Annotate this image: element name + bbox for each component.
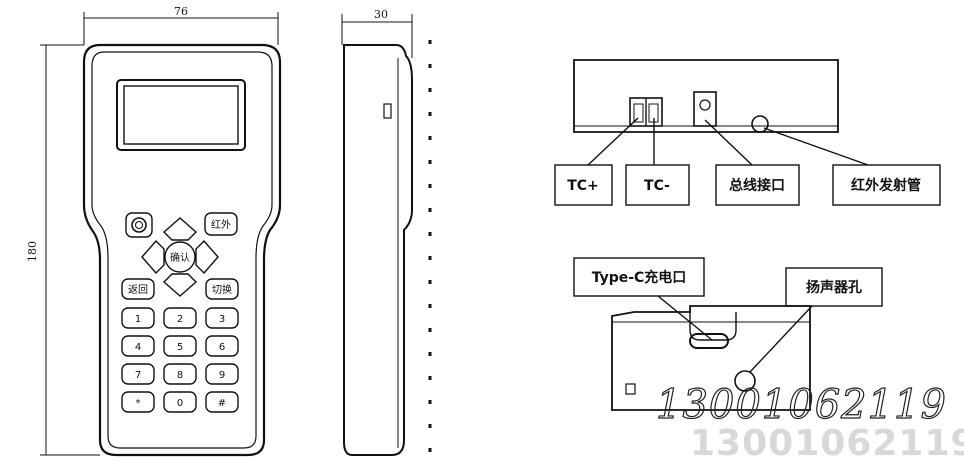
speaker-hole [734, 370, 756, 392]
side-body-outline [343, 44, 413, 456]
digit-key-9[interactable]: 9 [205, 363, 239, 385]
ok-key-label: 确认 [170, 251, 190, 264]
digit-key-label: 8 [177, 370, 183, 381]
digit-key-8[interactable]: 8 [163, 363, 197, 385]
back-key-label: 返回 [128, 284, 148, 296]
back-key[interactable]: 返回 [121, 278, 155, 300]
ir-emitter [751, 115, 769, 133]
top-view-outline [573, 59, 839, 133]
side-view: 30 [341, 8, 432, 456]
screen-bezel [116, 79, 246, 151]
tc-plus-label-box [554, 164, 613, 206]
speaker-label-box [785, 267, 883, 307]
switch-key-label: 切换 [212, 283, 232, 296]
phone-watermark-outline: 13001062119 [656, 382, 947, 428]
front-view: 76 180 红外 确认 [26, 5, 282, 457]
usb-c-label-box [573, 257, 705, 297]
digit-key-7[interactable]: 7 [121, 363, 155, 385]
digit-key-label: # [218, 398, 226, 409]
ir-key[interactable]: 红外 [204, 212, 238, 236]
ir-key-label: 红外 [211, 218, 231, 231]
digit-key-label: 5 [177, 342, 183, 353]
usb-c-label: Type-C充电口 [592, 269, 687, 286]
digit-key-label: 1 [135, 314, 141, 325]
down-arrow-key[interactable] [162, 273, 198, 297]
bus-port-label-box [715, 164, 800, 206]
tc-minus-label-box [625, 164, 690, 206]
direction-pad[interactable]: 确认 [141, 217, 219, 297]
side-port [383, 103, 392, 119]
ir-emitter-label: 红外发射管 [851, 177, 921, 194]
digit-key-6[interactable]: 6 [205, 335, 239, 357]
lanyard-slot [625, 383, 636, 395]
digit-key-5[interactable]: 5 [163, 335, 197, 357]
bus-port [693, 91, 717, 127]
height-dimension-label: 180 [26, 241, 39, 262]
digit-key-label: 6 [219, 342, 225, 353]
bottom-view-outline [611, 305, 811, 411]
tc-minus-label: TC- [644, 178, 670, 194]
phone-watermark-solid: 13001062119 [690, 423, 964, 462]
width-dimension-label: 76 [174, 5, 188, 18]
digit-key-label: 3 [219, 314, 225, 325]
power-button[interactable] [125, 212, 153, 238]
numeric-keypad: 1 2 3 4 5 6 7 8 9 * 0 # [121, 307, 239, 413]
top-view: TC+ TC- 总线接口 红外发射管 [554, 59, 941, 206]
digit-key-4[interactable]: 4 [121, 335, 155, 357]
usb-c-port [689, 333, 729, 349]
digit-key-label: 4 [135, 342, 141, 353]
switch-key[interactable]: 切换 [205, 278, 239, 300]
hash-key[interactable]: # [205, 391, 239, 413]
digit-key-1[interactable]: 1 [121, 307, 155, 329]
ir-emitter-label-box [832, 164, 941, 206]
digit-key-label: * [136, 398, 141, 409]
digit-key-label: 0 [177, 398, 183, 409]
up-arrow-key[interactable] [162, 217, 198, 241]
right-arrow-key[interactable] [195, 239, 219, 275]
digit-key-0[interactable]: 0 [163, 391, 197, 413]
tc-plus-label: TC+ [567, 178, 599, 194]
device-body-outline [82, 43, 282, 457]
star-key[interactable]: * [121, 391, 155, 413]
digit-key-3[interactable]: 3 [205, 307, 239, 329]
ok-key[interactable] [164, 241, 196, 273]
speaker-label: 扬声器孔 [806, 279, 862, 296]
digit-key-label: 2 [177, 314, 183, 325]
bus-port-label: 总线接口 [729, 177, 785, 194]
left-arrow-key[interactable] [141, 239, 165, 275]
digit-key-label: 9 [219, 370, 225, 381]
depth-dimension-label: 30 [374, 8, 388, 21]
digit-key-2[interactable]: 2 [163, 307, 197, 329]
bottom-view: Type-C充电口 扬声器孔 [573, 257, 883, 411]
digit-key-label: 7 [135, 370, 141, 381]
screen [123, 85, 239, 145]
